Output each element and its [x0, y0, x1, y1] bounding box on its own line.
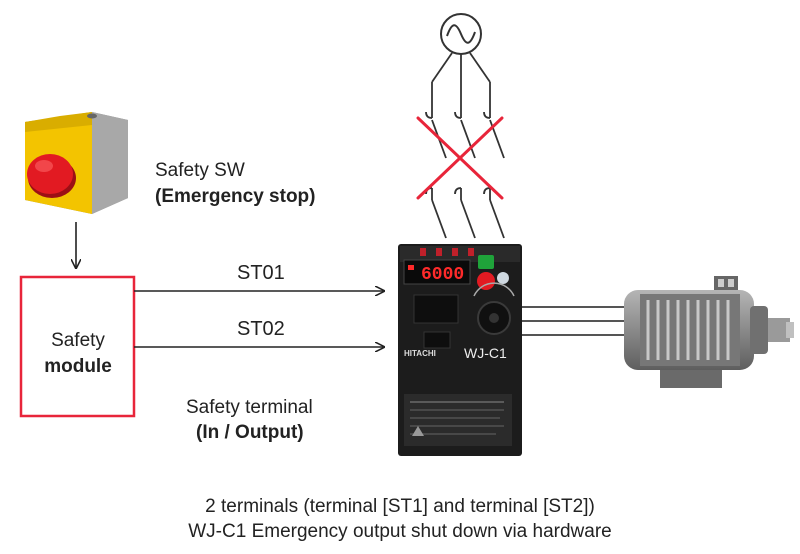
emergency-stop-label: (Emergency stop) [155, 186, 316, 207]
contactor-switches [425, 52, 505, 239]
emergency-stop-button-icon [25, 112, 128, 214]
ac-source-icon [440, 13, 482, 55]
motor-icon [624, 276, 794, 388]
inverter-model: WJ-C1 [464, 345, 507, 361]
safety-module-label-bold: module [44, 356, 112, 377]
safety-terminal-label: Safety terminal [186, 397, 313, 418]
motor-cables [522, 306, 628, 336]
safety-module-box [19, 275, 136, 418]
safety-sw-label: Safety SW [155, 160, 245, 181]
caption-line-2: WJ-C1 Emergency output shut down via har… [188, 521, 612, 542]
inverter-brand: HITACHI [404, 349, 436, 358]
caption-line-1: 2 terminals (terminal [ST1] and terminal… [205, 496, 595, 517]
svg-text:6000: 6000 [421, 265, 464, 285]
st02-label: ST02 [237, 318, 285, 340]
cross-mark-icon [416, 116, 504, 200]
in-output-label: (In / Output) [196, 422, 304, 443]
st01-label: ST01 [237, 262, 285, 284]
inverter-icon: 6000 HITACHI WJ-C1 [398, 244, 522, 456]
safety-module-label: Safety [51, 330, 105, 351]
